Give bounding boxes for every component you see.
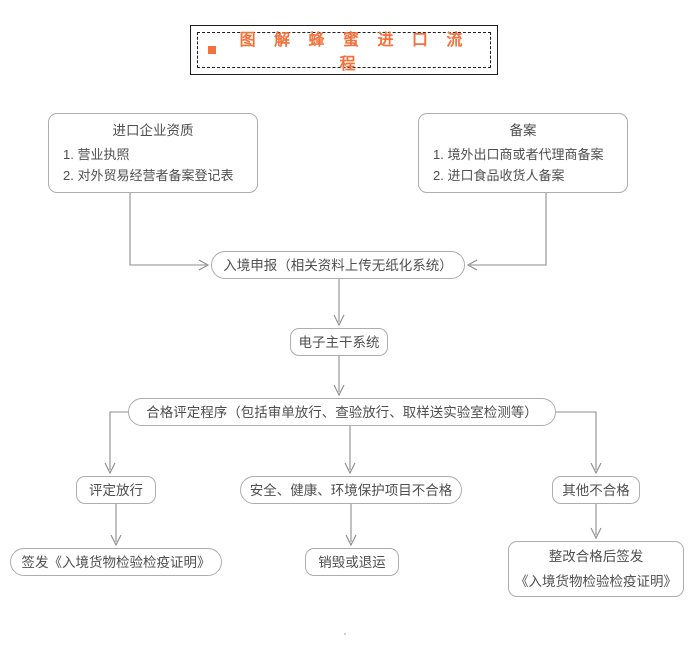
node-label: 销毁或退运: [318, 554, 386, 570]
node-list-item: 2. 对外贸易经营者备案登记表: [63, 167, 234, 183]
node-import-enterprise-qualification: 进口企业资质 1. 营业执照 2. 对外贸易经营者备案登记表: [48, 113, 258, 193]
node-label: 评定放行: [89, 482, 143, 498]
node-list-item: 1. 境外出口商或者代理商备案: [433, 146, 604, 162]
node-filing-record: 备案 1. 境外出口商或者代理商备案 2. 进口食品收货人备案: [418, 113, 628, 193]
node-issue-inspection-certificate: 签发《入境货物检验检疫证明》: [10, 548, 222, 576]
node-list-item: 1. 营业执照: [63, 146, 130, 162]
node-assessment-release: 评定放行: [76, 476, 156, 504]
node-conformity-assessment-procedure: 合格评定程序（包括审单放行、查验放行、取样送实验室检测等）: [128, 398, 556, 426]
node-label: 安全、健康、环境保护项目不合格: [249, 482, 453, 498]
page-title: 图 解 蜂 蜜 进 口 流 程: [239, 32, 470, 73]
page-footer-mark: [344, 633, 346, 635]
node-label: 电子主干系统: [298, 334, 380, 350]
node-label: 合格评定程序（包括审单放行、查验放行、取样送实验室检测等）: [146, 404, 538, 420]
edge-evaluation-failother: [556, 411, 597, 470]
node-label: 入境申报（相关资料上传无纸化系统）: [223, 257, 453, 273]
node-issue-after-rectification: 整改合格后签发 《入境货物检验检疫证明》: [508, 541, 684, 597]
bullet-square-icon: [208, 46, 216, 54]
node-label: 签发《入境货物检验检疫证明》: [21, 554, 211, 570]
diagram-title-inner-border: 图 解 蜂 蜜 进 口 流 程: [197, 32, 491, 73]
node-heading: 进口企业资质: [112, 122, 194, 138]
node-heading: 备案: [509, 122, 537, 138]
node-label: 其他不合格: [562, 482, 630, 498]
diagram-title-banner: 图 解 蜂 蜜 进 口 流 程: [190, 25, 498, 75]
edge-record-declaration: [470, 193, 547, 266]
edge-evaluation-pass: [109, 411, 128, 470]
node-electronic-backbone-system: 电子主干系统: [290, 328, 388, 356]
node-label-line2: 《入境货物检验检疫证明》: [515, 574, 677, 589]
node-destroy-or-return: 销毁或退运: [305, 548, 399, 576]
node-other-nonconformity: 其他不合格: [552, 476, 640, 504]
node-label-line1: 整改合格后签发: [548, 549, 644, 564]
node-entry-declaration: 入境申报（相关资料上传无纸化系统）: [211, 251, 465, 279]
node-list-item: 2. 进口食品收货人备案: [433, 167, 565, 183]
edge-qualification-declaration: [129, 193, 206, 266]
node-safety-health-environment-fail: 安全、健康、环境保护项目不合格: [240, 476, 462, 504]
